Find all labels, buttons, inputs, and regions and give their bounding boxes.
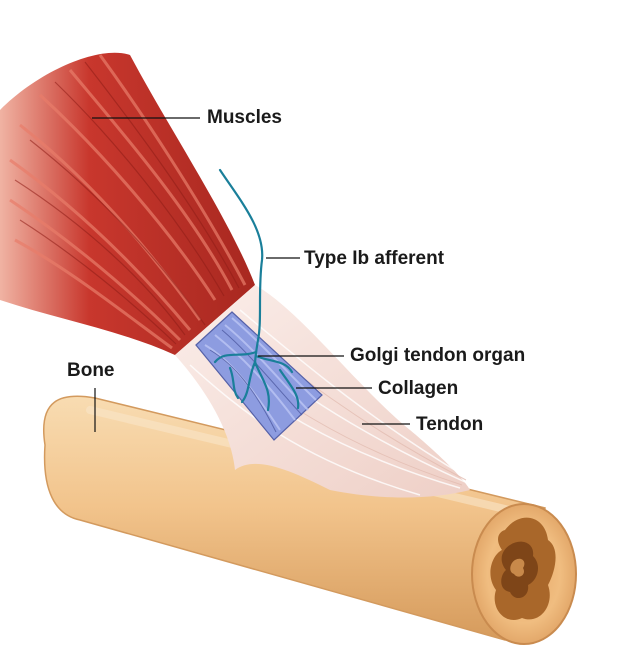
muscle — [0, 52, 255, 355]
bone-cross-section — [471, 503, 577, 645]
label-tendon: Tendon — [416, 414, 484, 435]
nerve-fiber — [213, 168, 300, 412]
leader-lines — [92, 117, 410, 432]
label-collagen: Collagen — [378, 378, 459, 399]
label-bone: Bone — [67, 360, 115, 381]
label-muscles: Muscles — [207, 107, 282, 128]
label-afferent: Type Ib afferent — [304, 248, 445, 269]
label-golgi-tendon-organ: Golgi tendon organ — [350, 345, 526, 366]
